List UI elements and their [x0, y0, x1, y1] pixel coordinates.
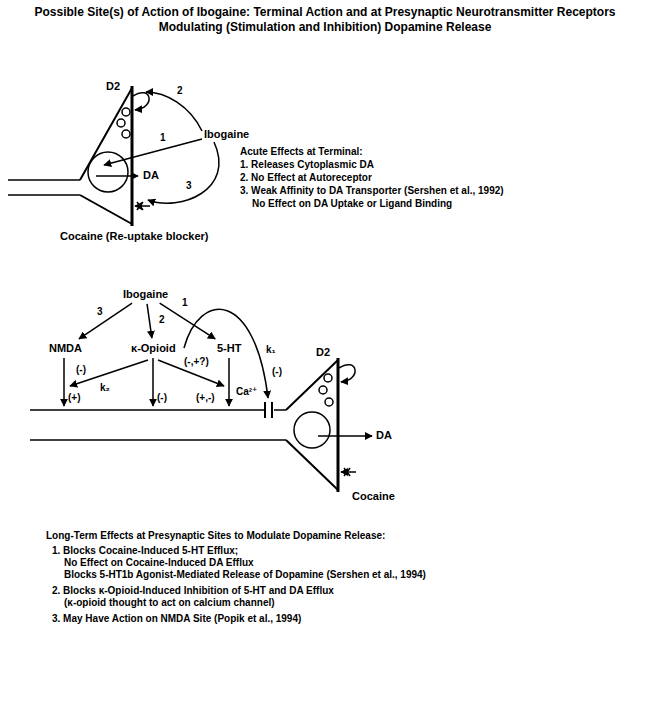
receptor-label: D2: [316, 346, 330, 359]
effect-sign: (+): [68, 392, 81, 404]
list-item: Blocks 5-HT1b Agonist-Mediated Release o…: [64, 569, 426, 581]
block-mark: [344, 468, 350, 476]
block-mark: [137, 202, 143, 210]
drug-label: Ibogaine: [204, 128, 249, 141]
figure-title: Possible Site(s) of Action of Ibogaine: …: [30, 5, 620, 35]
list-item: (κ-opioid thought to act on calcium chan…: [64, 597, 275, 609]
vesicle: [325, 398, 333, 406]
callout-number: 2: [177, 85, 183, 97]
drug-node: Ibogaine: [120, 286, 171, 302]
list-item: 3. May Have Action on NMDA Site (Popik e…: [52, 613, 301, 625]
effect-sign: (+,-): [196, 392, 215, 404]
release-arrow: [96, 175, 138, 177]
list-item: 1. Releases Cytoplasmic DA: [240, 159, 374, 171]
receptor-node: 5-HT: [214, 340, 244, 356]
list-item: No Effect on Cocaine-Induced DA Efflux: [64, 557, 254, 569]
receptor-node: κ-Opioid: [128, 340, 179, 356]
list-item: 2. Blocks κ-Opioid-Induced Inhibition of…: [52, 585, 334, 597]
callout-number: 2: [158, 314, 166, 326]
effect-sign: (-,+?): [184, 356, 209, 368]
list-item: 1. Blocks Cocaine-Induced 5-HT Efflux;: [52, 545, 238, 557]
callout-number: 3: [186, 180, 192, 192]
receptor-arrow: [63, 358, 65, 406]
receptor-label: D2: [106, 80, 120, 93]
calcium-channel: [271, 402, 273, 418]
list-item: 2. No Effect at Autoreceptor: [240, 172, 372, 184]
callout-number: 1: [160, 132, 166, 144]
calcium-channel: [264, 402, 266, 418]
callout-number: 1: [181, 297, 189, 309]
effect-sign: (-): [157, 392, 167, 404]
callout-number: 3: [96, 306, 104, 318]
dopamine-pool: [88, 152, 128, 192]
action-arrow: [104, 139, 202, 165]
node-label: 5-HT: [217, 342, 241, 354]
list-heading: Acute Effects at Terminal:: [240, 146, 363, 158]
receptor-arrow: [152, 358, 154, 406]
ion-label: Ca²⁺: [236, 386, 257, 398]
node-label: κ-Opioid: [131, 342, 176, 354]
transmitter-label: DA: [376, 429, 392, 442]
synaptic-membrane: [131, 86, 134, 226]
terminal-membrane: [286, 360, 338, 490]
reuptake-arrow: [135, 205, 150, 207]
action-arrow: [147, 304, 152, 338]
effect-sign: (-): [76, 364, 86, 376]
action-arrow: [146, 92, 202, 131]
inhibition-arrow: [184, 309, 268, 398]
axon-membrane: [274, 409, 286, 411]
autoreceptor-arrow: [133, 93, 149, 110]
terminal-membrane: [80, 88, 132, 224]
node-label: NMDA: [49, 342, 82, 354]
pathway-label: k₁: [266, 344, 276, 356]
vesicle: [117, 119, 125, 127]
receptor-arrow: [228, 358, 230, 406]
list-item: No Effect on DA Uptake or Ligand Binding: [252, 198, 452, 210]
action-arrow: [79, 303, 132, 339]
axon-membrane: [30, 409, 264, 411]
autoreceptor-arrow: [339, 365, 355, 382]
effect-sign: (-): [272, 366, 282, 378]
list-heading: Long-Term Effects at Presynaptic Sites t…: [46, 530, 385, 542]
transmitter-label: DA: [143, 169, 159, 182]
vesicle: [324, 374, 332, 382]
dopamine-pool: [294, 412, 330, 448]
vesicle: [319, 386, 327, 394]
axon-membrane: [30, 439, 286, 441]
release-arrow: [318, 435, 372, 437]
receptor-node: NMDA: [46, 340, 85, 356]
vesicle: [122, 108, 130, 116]
pathway-label: k₂: [100, 382, 110, 394]
drug-label: Cocaine (Re-uptake blocker): [60, 230, 209, 243]
vesicle: [122, 130, 130, 138]
reuptake-arrow: [341, 471, 356, 473]
axon-membrane: [8, 179, 80, 181]
drug-label: Cocaine: [352, 490, 395, 503]
node-label: Ibogaine: [123, 288, 168, 300]
synaptic-membrane: [337, 358, 340, 492]
list-item: 3. Weak Affinity to DA Transporter (Sers…: [240, 185, 504, 197]
axon-membrane: [8, 194, 80, 196]
